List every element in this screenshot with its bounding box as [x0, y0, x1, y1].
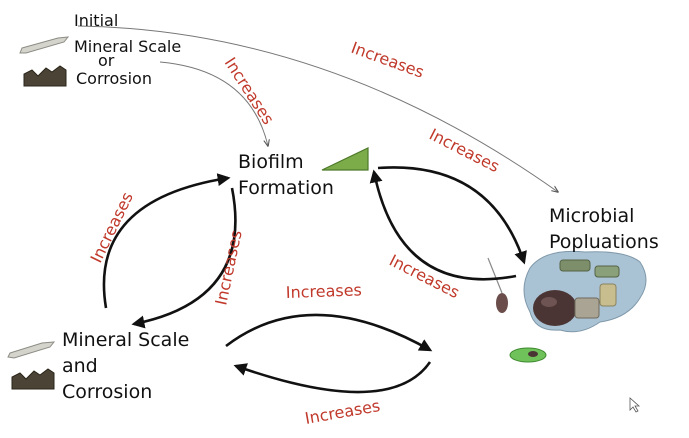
arrow-initial-to-microbial — [77, 25, 558, 192]
node-initial-line3: or — [98, 51, 115, 70]
node-biofilm-line2: Formation — [238, 177, 334, 199]
scale-icon-lower — [7, 341, 56, 359]
node-mineral-line2: and — [62, 355, 98, 377]
scale-icon — [19, 36, 70, 54]
node-initial-line2: Mineral Scale — [74, 37, 181, 56]
node-biofilm-line1: Biofilm — [238, 151, 304, 173]
edge-label-initial-microbial: Increases — [349, 38, 427, 82]
biofilm-wedge-icon — [321, 147, 369, 171]
mouse-cursor-icon — [629, 397, 641, 413]
arrow-microbial-to-mineral — [233, 361, 432, 394]
corrosion-icon-lower — [11, 368, 55, 390]
node-microbial-line2: Popluations — [549, 231, 659, 253]
arrow-biofilm-to-microbial — [377, 166, 527, 265]
node-biofilm: Biofilm Formation — [238, 151, 334, 199]
node-mineral-line3: Corrosion — [62, 381, 152, 403]
node-microbial: Microbial Popluations — [549, 205, 659, 253]
node-mineral-line1: Mineral Scale — [62, 329, 189, 351]
edge-label-initial-biofilm: Increases — [221, 54, 278, 128]
edge-label-mineral-biofilm: Increases — [87, 189, 137, 266]
node-initial-line4: Corrosion — [76, 69, 152, 88]
node-initial-line1: Initial — [74, 11, 118, 30]
arrow-microbial-to-biofilm — [369, 169, 517, 281]
node-initial: Initial Mineral Scale or Corrosion — [74, 11, 181, 88]
edge-label-microbial-mineral: Increases — [303, 396, 381, 428]
corrosion-icon — [23, 65, 67, 87]
node-microbial-line1: Microbial — [549, 205, 634, 227]
edge-label-mineral-microbial: Increases — [285, 280, 362, 302]
arrow-mineral-to-biofilm — [102, 173, 231, 309]
node-mineral: Mineral Scale and Corrosion — [62, 329, 189, 403]
arrow-initial-to-biofilm — [159, 61, 268, 146]
arrow-mineral-to-microbial — [225, 313, 433, 352]
arrow-biofilm-to-mineral — [131, 187, 237, 329]
microbe-population-icon — [487, 250, 647, 363]
edge-label-biofilm-mineral: Increases — [211, 228, 245, 306]
